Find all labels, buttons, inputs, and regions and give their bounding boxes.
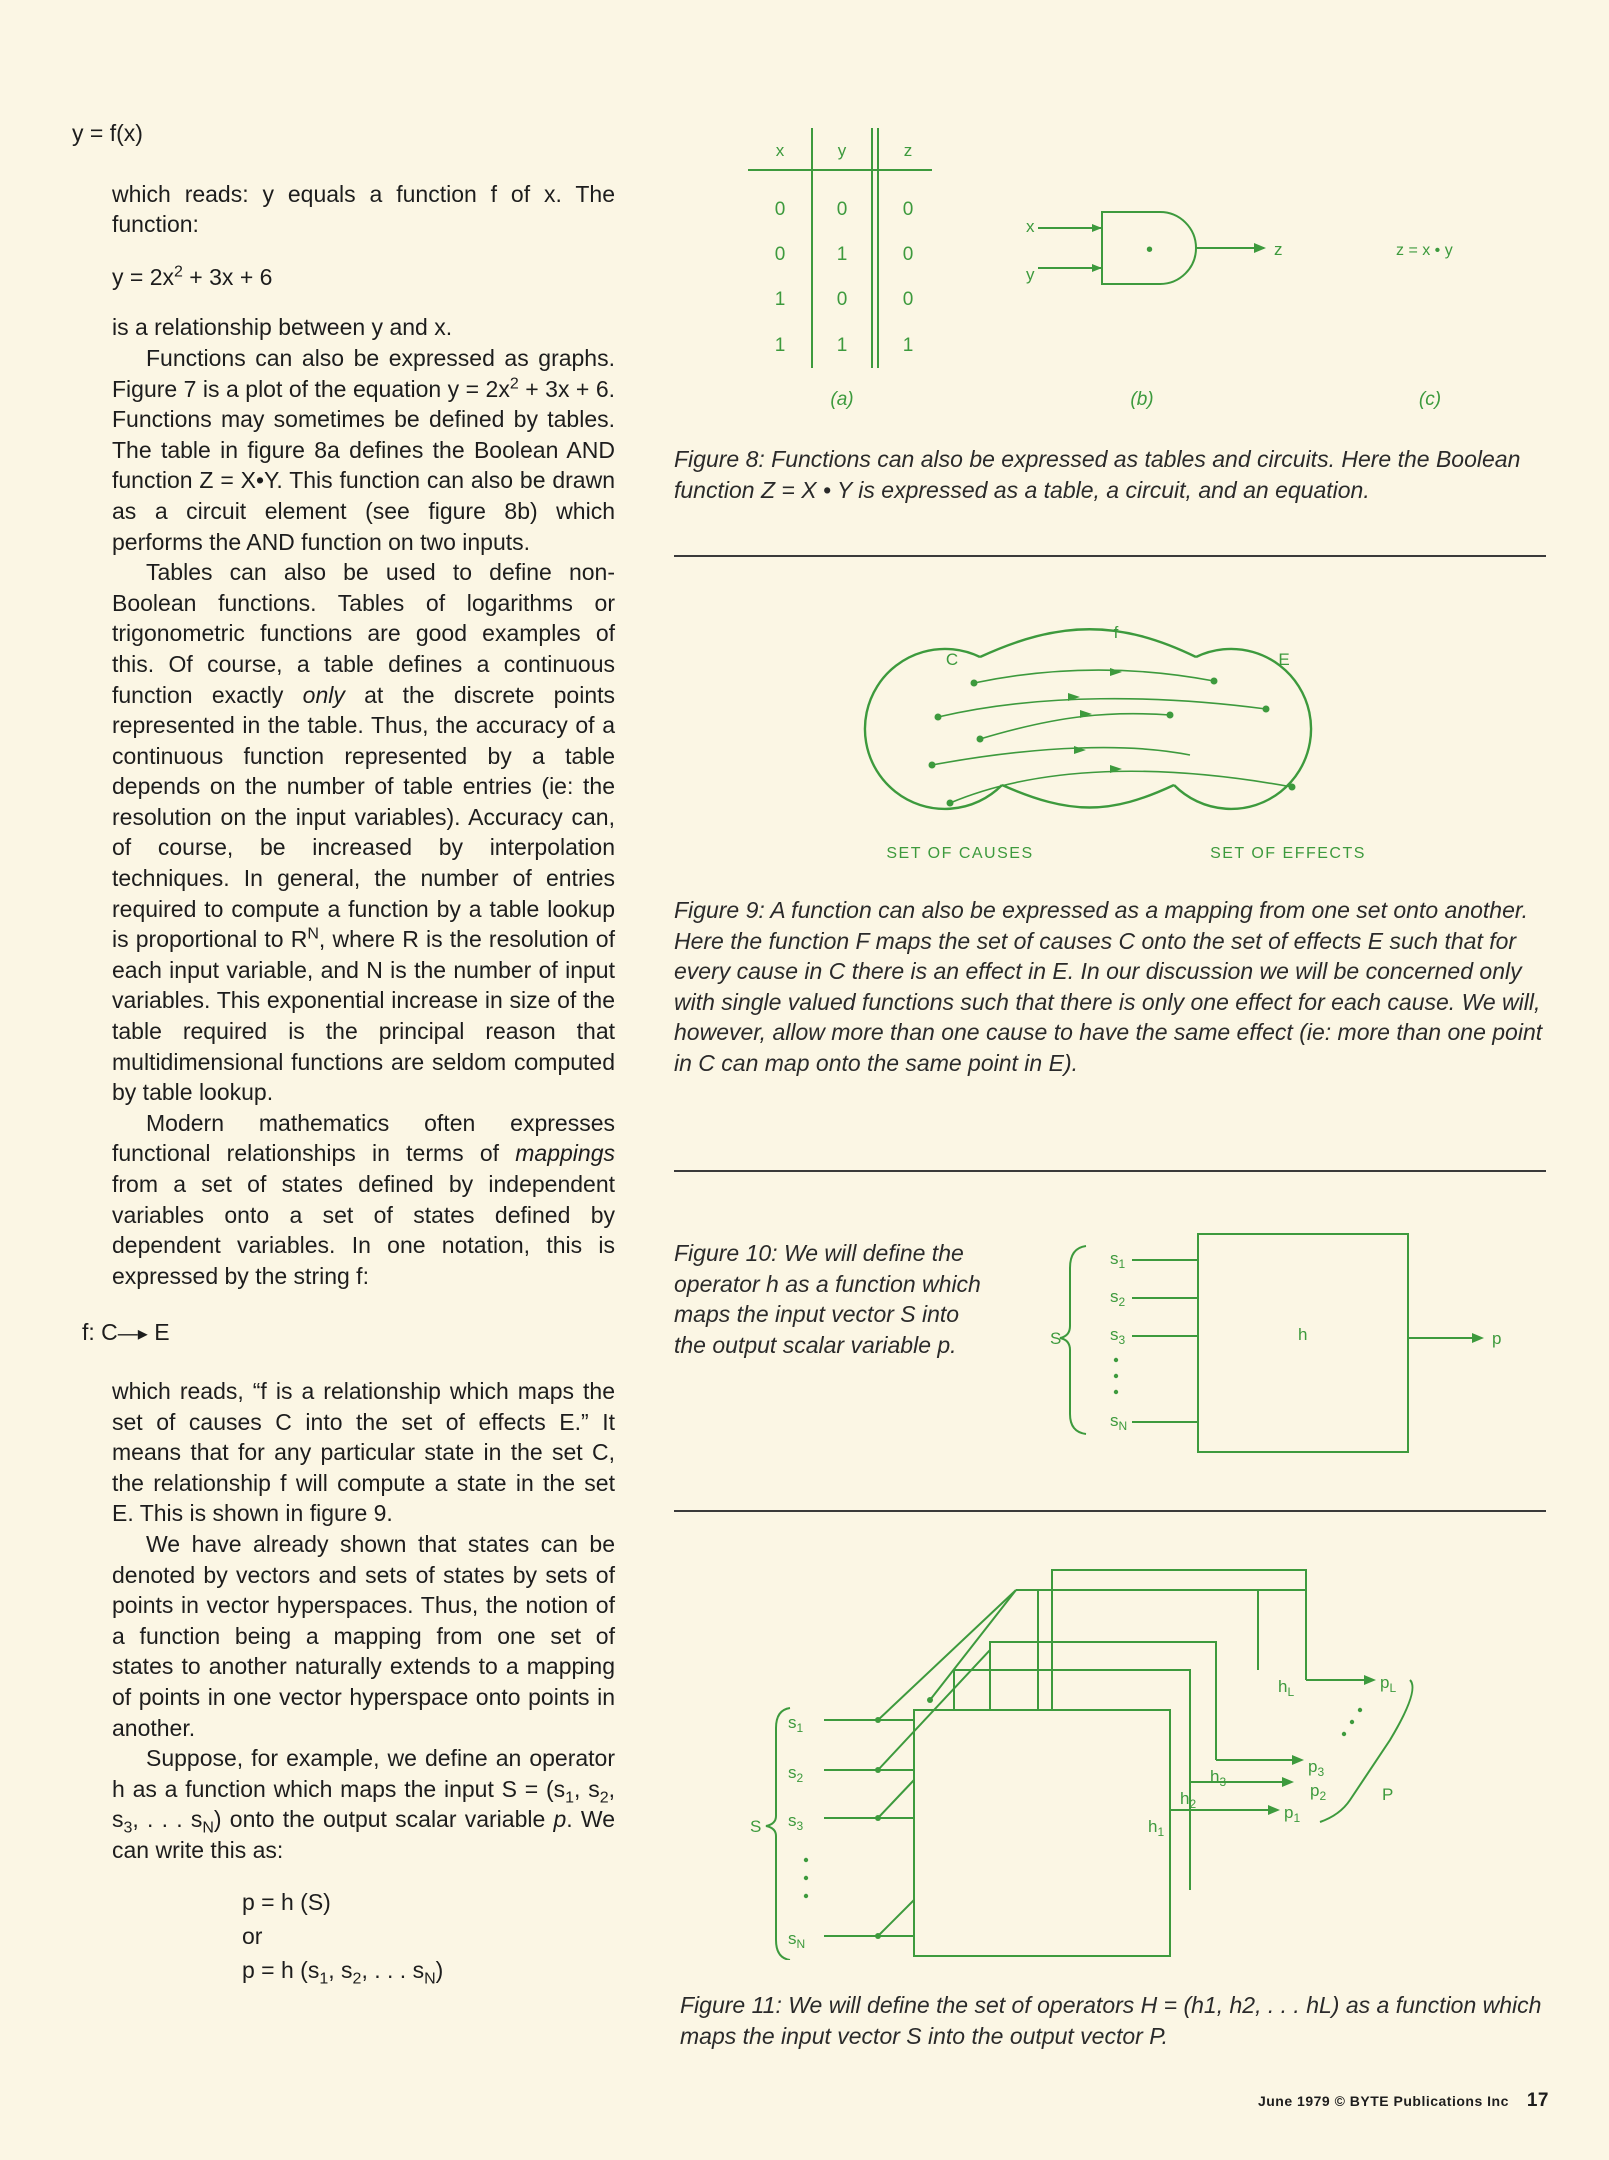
table-cell: 0 [837, 289, 848, 310]
set-of-causes-label: SET OF CAUSES [886, 845, 1033, 862]
input-s2: s2 [788, 1763, 804, 1785]
equation-mapping: f: C―▸ E [82, 1319, 170, 1346]
input-vector-s: S [750, 1817, 761, 1836]
input-s2: s2 [1110, 1287, 1126, 1309]
operator-h1: h1 [1148, 1817, 1164, 1839]
figure-8-diagram: x y z 0 0 0 0 1 0 1 0 0 1 1 1 x y • z z … [748, 128, 1453, 410]
input-s1: s1 [1110, 1249, 1126, 1271]
table-cell: 1 [837, 244, 848, 265]
output-p: p [1492, 1329, 1501, 1348]
input-s3: s3 [1110, 1325, 1126, 1347]
figure-9-caption: Figure 9: A function can also be express… [674, 897, 1543, 1076]
figure-11-caption: Figure 11: We will define the set of ope… [680, 1992, 1542, 2049]
table-header-x: x [776, 141, 785, 160]
equation-or: or [242, 1923, 263, 1950]
input-s3: s3 [788, 1811, 804, 1833]
table-header-z: z [904, 141, 913, 160]
table-header-y: y [838, 141, 847, 160]
output-vector-p: P [1382, 1785, 1393, 1804]
set-of-effects-label: SET OF EFFECTS [1210, 845, 1366, 862]
figure-10-diagram: S h p s1 s2 s3 sN [1050, 1233, 1501, 1453]
table-cell: 1 [775, 289, 786, 310]
paragraph-5: Modern mathematics often expresses funct… [112, 1109, 615, 1289]
equation-quadratic: y = 2x2 + 3x + 6 [112, 263, 273, 290]
table-cell: 0 [903, 244, 914, 265]
input-sN: sN [1110, 1411, 1127, 1433]
divider [674, 1170, 1546, 1172]
left-column: y = f(x) which reads: y equals a functio… [72, 112, 616, 1988]
operator-h2: h2 [1180, 1789, 1196, 1811]
page-number: 17 [1526, 2090, 1549, 2111]
output-p3: p3 [1308, 1757, 1324, 1779]
gate-output-z: z [1274, 240, 1283, 259]
label-a: (a) [830, 389, 853, 410]
table-cell: 1 [903, 335, 914, 356]
gate-input-y: y [1026, 265, 1035, 284]
equation-p-hs: p = h (S) [242, 1889, 331, 1916]
table-cell: 0 [775, 199, 786, 220]
equation-p-hs-expanded: p = h (s1, s2, . . . sN) [242, 1957, 444, 1989]
operator-hL: hL [1278, 1677, 1294, 1699]
output-p2: p2 [1310, 1781, 1326, 1803]
equation-block: p = h (S) or p = h (s1, s2, . . . sN) [242, 1885, 615, 1987]
equation-y-fx: y = f(x) [72, 120, 143, 146]
divider [674, 1510, 1546, 1512]
figure-11-diagram: S P s1 s2 s3 sN hL h3 h2 h1 pL p3 p2 p1 [750, 1569, 1414, 1960]
set-label-c: C [946, 650, 958, 669]
table-cell: 0 [903, 199, 914, 220]
input-s1: s1 [788, 1713, 804, 1735]
paragraph-4: Tables can also be used to define non-Bo… [112, 559, 615, 1106]
output-pL: pL [1380, 1673, 1396, 1695]
and-gate-icon: • [1146, 239, 1153, 261]
divider [674, 555, 1546, 557]
paragraph-6: which reads, “f is a relationship which … [112, 1377, 615, 1527]
arrow-icon: ―▸ [117, 1323, 148, 1346]
table-cell: 1 [775, 335, 786, 356]
table-cell: 0 [903, 289, 914, 310]
table-cell: 0 [837, 199, 848, 220]
figure-10-caption: Figure 10: We will define the operator h… [674, 1240, 981, 1358]
label-c: (c) [1419, 389, 1441, 410]
gate-input-x: x [1026, 217, 1035, 236]
operator-h: h [1298, 1325, 1307, 1344]
table-cell: 0 [775, 244, 786, 265]
operator-h3: h3 [1210, 1767, 1226, 1789]
output-p1: p1 [1284, 1803, 1300, 1825]
paragraph-8: Suppose, for example, we define an opera… [112, 1745, 616, 1863]
set-label-e: E [1278, 650, 1289, 669]
table-cell: 1 [837, 335, 848, 356]
input-vector-s: S [1050, 1329, 1061, 1348]
paragraph-3: Functions can also be expressed as graph… [112, 344, 616, 555]
paragraph-7: We have already shown that states can be… [112, 1530, 615, 1741]
paragraph-1: which reads: y equals a function f of x.… [112, 180, 615, 238]
publication-credit: June 1979 © BYTE Publications Inc [1257, 2093, 1509, 2109]
label-b: (b) [1130, 389, 1153, 410]
figure-9-diagram: f C E SET OF CAUSES SET OF EFFECTS [863, 623, 1366, 862]
equation-label: z = x • y [1396, 242, 1453, 259]
page-footer: June 1979 © BYTE Publications Inc 17 [1258, 2090, 1549, 2112]
figure-8-caption: Figure 8: Functions can also be expresse… [674, 446, 1521, 503]
input-sN: sN [788, 1929, 805, 1951]
mapping-label-f: f [1114, 623, 1119, 642]
paragraph-2: is a relationship between y and x. [112, 314, 453, 341]
